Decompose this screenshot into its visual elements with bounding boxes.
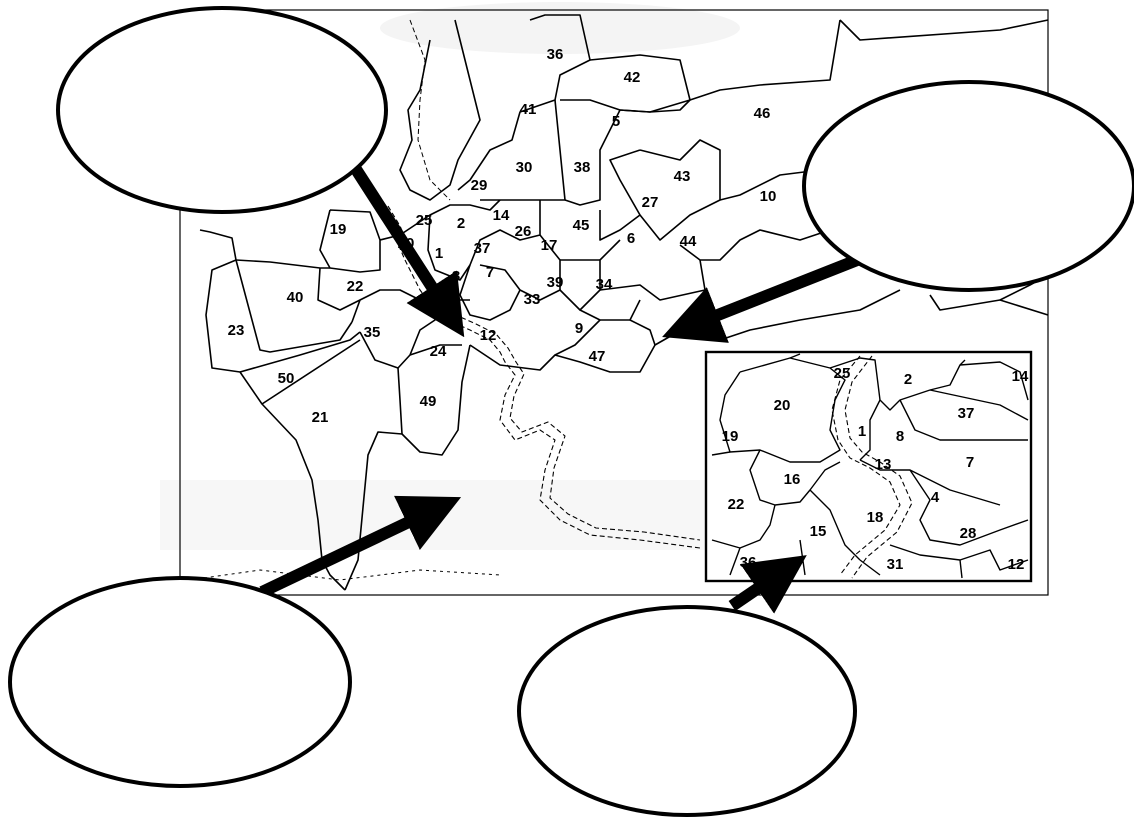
arrow-to-inset [728,555,807,614]
district-label: 5 [612,113,620,130]
district-label: 24 [430,343,447,360]
district-label: 15 [810,523,827,540]
callout-right[interactable] [802,80,1134,292]
callout-top-left[interactable] [56,6,388,214]
district-label: 38 [574,159,591,176]
district-label: 44 [680,233,697,250]
district-label: 17 [541,237,558,254]
district-boundaries [189,14,1049,591]
inset-frame [704,350,1033,583]
district-label: 23 [228,322,245,339]
district-label: 46 [754,105,771,122]
district-label: 37 [958,405,975,422]
district-label: 1 [435,245,443,262]
district-label: 50 [278,370,295,387]
district-label: 22 [347,278,364,295]
map-frame [179,9,1049,596]
district-label: 25 [416,212,433,229]
district-label: 18 [867,509,884,526]
district-label: 45 [573,217,590,234]
district-label: 40 [287,289,304,306]
district-label: 30 [516,159,533,176]
callout-bottom-left[interactable] [8,576,352,788]
district-label: 26 [515,223,532,240]
district-label: 36 [547,46,564,63]
district-label: 14 [493,207,510,224]
district-label: 28 [960,525,977,542]
district-label: 4 [931,489,940,506]
district-label: 16 [784,471,801,488]
arrow-to-south [259,495,462,598]
district-label: 13 [875,456,892,473]
arrow-to-center [344,156,465,338]
district-label: 41 [520,101,537,118]
district-label: 43 [674,168,691,185]
callout-bottom-right[interactable] [517,605,857,817]
district-label: 9 [575,320,583,337]
district-label: 33 [524,291,541,308]
district-label: 34 [596,276,613,293]
district-label: 8 [896,428,904,445]
district-label: 12 [1008,556,1025,573]
district-label: 19 [722,428,739,445]
district-label: 39 [547,274,564,291]
district-label: 1 [858,423,866,440]
district-label: 7 [486,264,494,281]
district-label: 36 [740,554,757,571]
district-label: 21 [312,409,329,426]
district-label: 2 [904,371,912,388]
district-label: 20 [774,397,791,414]
district-label: 19 [330,221,347,238]
district-label: 37 [474,240,491,257]
district-label: 25 [834,365,851,382]
district-label: 2 [457,215,465,232]
district-label: 22 [728,496,745,513]
district-label: 47 [589,348,606,365]
district-label: 7 [966,454,974,471]
district-label: 8 [452,268,460,285]
callouts [8,6,1134,817]
district-label: 6 [627,230,635,247]
district-label: 12 [480,327,497,344]
district-label: 49 [420,393,437,410]
district-label: 35 [364,324,381,341]
district-label: 29 [471,177,488,194]
district-label: 42 [624,69,641,86]
district-label: 27 [642,194,659,211]
district-label: 10 [760,188,777,205]
district-label: 14 [1012,368,1029,385]
district-label: 31 [887,556,904,573]
